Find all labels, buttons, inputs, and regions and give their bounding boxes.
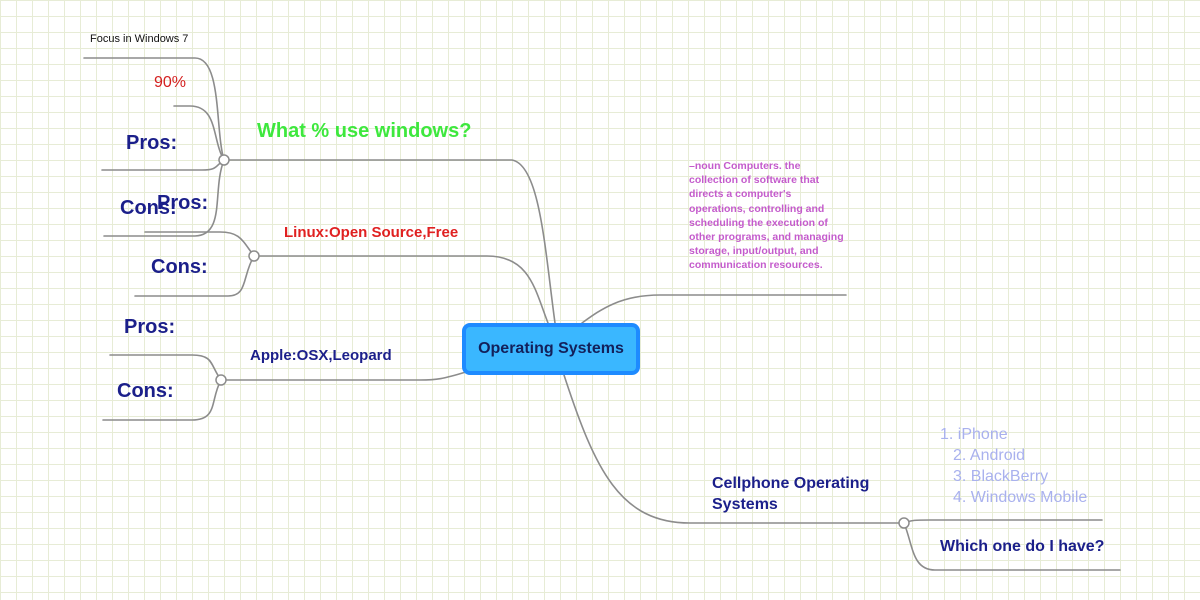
cellphone-label-line2: Systems: [712, 496, 778, 513]
connector-linux-pros: [144, 231, 255, 257]
connector-phone-list: [903, 519, 1103, 524]
junction-cellphone: [898, 517, 910, 529]
windows-cons-label[interactable]: Cons:: [120, 197, 177, 219]
focus-windows-7-label[interactable]: Focus in Windows 7: [90, 33, 189, 45]
junction-linux: [248, 250, 260, 262]
phone-os-list-item: 2. Android: [953, 447, 1026, 464]
central-topic-label: Operating Systems: [478, 340, 624, 357]
linux-branch-label[interactable]: Linux:Open Source,Free: [284, 224, 459, 241]
apple-pros-label[interactable]: Pros:: [124, 316, 176, 338]
connector-linux-cons: [134, 255, 255, 297]
windows-pros-label[interactable]: Pros:: [126, 132, 178, 154]
junction-apple: [215, 374, 227, 386]
connector-apple-cons: [102, 379, 222, 421]
linux-pros-label[interactable]: Pros:: [157, 192, 209, 214]
connector-linux: [253, 255, 549, 324]
connector-definition: [581, 294, 847, 324]
connector-percent: [173, 105, 225, 161]
cellphone-branch-label[interactable]: Cellphone Operating Systems: [712, 473, 869, 515]
apple-branch-label[interactable]: Apple:OSX,Leopard: [250, 347, 392, 364]
phone-os-list-item: 3. BlackBerry: [953, 468, 1049, 485]
connector-focus: [83, 57, 225, 161]
central-topic[interactable]: Operating Systems: [462, 323, 640, 375]
apple-cons-label[interactable]: Cons:: [117, 380, 174, 402]
windows-branch-label[interactable]: What % use windows?: [257, 120, 472, 142]
connector-apple-pros: [109, 354, 222, 381]
connector-windows-pros: [101, 159, 225, 171]
phone-os-list-item: 4. Windows Mobile: [953, 489, 1088, 506]
phone-os-list[interactable]: 1. iPhone 2. Android 3. BlackBerry 4. Wi…: [940, 424, 1087, 508]
phone-os-list-item: 1. iPhone: [940, 426, 1008, 443]
which-phone-question[interactable]: Which one do I have?: [940, 538, 1105, 555]
connector-question: [903, 522, 1121, 571]
connector-apple: [220, 371, 467, 381]
linux-cons-label[interactable]: Cons:: [151, 256, 208, 278]
cellphone-label-line1: Cellphone Operating: [712, 475, 870, 492]
connector-cellphone: [563, 374, 905, 524]
connector-windows-cons: [103, 159, 225, 237]
windows-percent-label[interactable]: 90%: [154, 74, 187, 91]
definition-text[interactable]: –noun Computers. the collection of softw…: [689, 160, 844, 272]
connector-windows: [223, 159, 556, 324]
junction-windows: [218, 154, 230, 166]
